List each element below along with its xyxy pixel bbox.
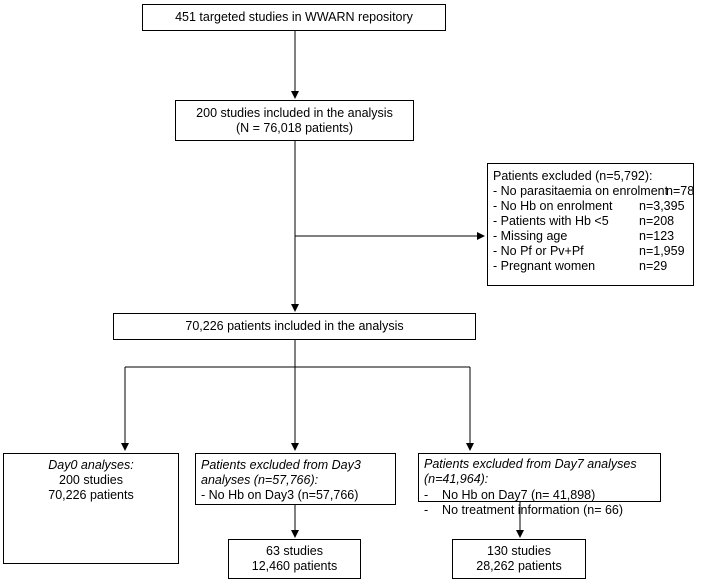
- included-studies-box: 200 studies included in the analysis (N …: [175, 100, 414, 141]
- excluded-item: - No Pf or Pv+Pf n=1,959: [493, 244, 693, 259]
- day0-box: Day0 analyses: 200 studies 70,226 patien…: [3, 453, 179, 564]
- excluded-item-n: n=1,959: [639, 244, 685, 258]
- day3-result-box: 63 studies 12,460 patients: [228, 539, 361, 579]
- excluded-item: - Missing age n=123: [493, 229, 693, 244]
- included-studies-line2: (N = 76,018 patients): [235, 120, 354, 135]
- day7-excluded-title2: (n=41,964):: [424, 472, 489, 486]
- repository-box: 451 targeted studies in WWARN repository: [142, 4, 446, 31]
- day3-excluded-item: - No Hb on Day3 (n=57,766): [201, 488, 359, 502]
- excluded-item-n: n=78: [666, 184, 695, 198]
- day7-excluded-title1: Patients excluded from Day7 analyses: [424, 457, 637, 471]
- excluded-item-label: - Missing age: [493, 229, 568, 243]
- excluded-item-label: - No parasitaemia on enrolment: [493, 184, 669, 198]
- excluded-item-n: n=208: [639, 214, 675, 228]
- day3-result-studies: 63 studies: [266, 544, 323, 558]
- included-studies-line1: 200 studies included in the analysis: [196, 105, 393, 120]
- day3-result-patients: 12,460 patients: [251, 559, 338, 573]
- day0-studies: 200 studies: [59, 473, 123, 487]
- day7-result-patients: 28,262 patients: [476, 559, 562, 573]
- included-patients-box: 70,226 patients included in the analysis: [113, 313, 476, 340]
- day7-excluded-box: Patients excluded from Day7 analyses (n=…: [418, 453, 661, 517]
- included-patients-text: 70,226 patients included in the analysis: [185, 319, 404, 333]
- day7-result-box: 130 studies 28,262 patients: [452, 539, 586, 579]
- excluded-item: - No Hb on enrolment n=3,395: [493, 199, 693, 214]
- excluded-item: - Pregnant women n=29: [493, 259, 693, 274]
- excluded-item-n: n=3,395: [639, 199, 685, 213]
- excluded-item-n: n=123: [639, 229, 675, 243]
- day3-excluded-title1: Patients excluded from Day3: [201, 458, 361, 472]
- excluded-item-label: - Pregnant women: [493, 259, 596, 273]
- day3-excluded-box: Patients excluded from Day3 analyses (n=…: [195, 453, 396, 505]
- excluded-item: - Patients with Hb <5 n=208: [493, 214, 693, 229]
- day7-excluded-item: - No Hb on Day7 (n= 41,898): [424, 488, 596, 502]
- excluded-item-n: n=29: [639, 259, 668, 273]
- excluded-patients-box: Patients excluded (n=5,792): - No parasi…: [487, 163, 694, 286]
- day3-excluded-title2: analyses (n=57,766):: [201, 473, 319, 487]
- day7-excluded-item: - No treatment information (n= 66): [424, 503, 624, 517]
- repository-text: 451 targeted studies in WWARN repository: [175, 10, 413, 24]
- excluded-item-label: - No Hb on enrolment: [493, 199, 613, 213]
- excluded-title: Patients excluded (n=5,792):: [493, 169, 653, 183]
- excluded-item-label: - No Pf or Pv+Pf: [493, 244, 584, 258]
- day7-result-studies: 130 studies: [487, 544, 551, 558]
- excluded-item-label: - Patients with Hb <5: [493, 214, 609, 228]
- day0-patients: 70,226 patients: [48, 488, 134, 502]
- excluded-item: - No parasitaemia on enrolment n=78: [493, 184, 695, 199]
- day0-title: Day0 analyses:: [48, 458, 134, 472]
